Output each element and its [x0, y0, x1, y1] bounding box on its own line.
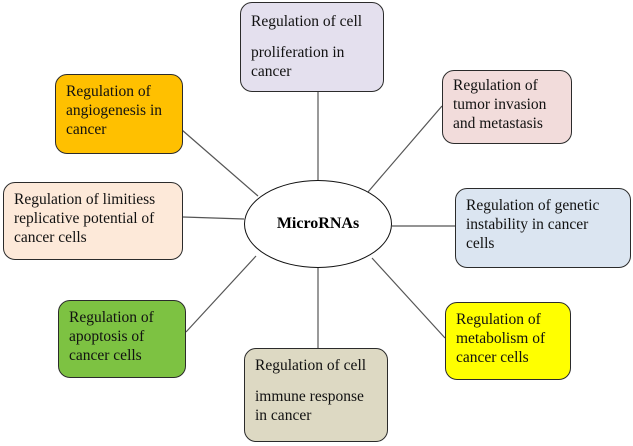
- node-line: apoptosis of: [69, 327, 145, 345]
- node-line: Regulation of: [69, 309, 154, 326]
- node-line: Regulation of: [456, 311, 541, 328]
- node-line: replicative potential of: [14, 209, 155, 227]
- node-line: Regulation of: [66, 83, 151, 100]
- node-line: immune response: [255, 387, 364, 405]
- node-line: cancer cells: [69, 346, 142, 364]
- node-line: proliferation in: [251, 43, 345, 61]
- node-replicative: Regulation of limitiess replicative pote…: [3, 182, 183, 260]
- node-line: Regulation of genetic: [466, 197, 600, 214]
- node-line: metabolism of: [456, 329, 546, 347]
- node-line: tumor invasion: [453, 95, 547, 113]
- node-line: Regulation of limitiess: [14, 191, 156, 208]
- center-node-microrna: MicroRNAs: [244, 180, 392, 268]
- node-line: Regulation of: [453, 77, 538, 94]
- node-line: cancer cells: [14, 228, 87, 246]
- node-line: and metastasis: [453, 114, 543, 132]
- node-invasion: Regulation of tumor invasion and metasta…: [442, 70, 572, 144]
- node-metabolism: Regulation of metabolism of cancer cells: [445, 302, 571, 380]
- node-line: angiogenesis in: [66, 101, 162, 119]
- connector-replicative: [182, 216, 245, 220]
- connector-angiogenesis: [181, 129, 259, 197]
- node-line: Regulation of cell: [255, 357, 367, 374]
- node-line: cancer: [66, 120, 107, 138]
- node-line: cancer: [251, 62, 292, 80]
- node-apoptosis: Regulation of apoptosis of cancer cells: [58, 300, 186, 378]
- node-genetic: Regulation of genetic instability in can…: [455, 188, 631, 268]
- node-line: cancer cells: [456, 348, 529, 366]
- node-proliferation: Regulation of cell proliferation in canc…: [240, 2, 384, 92]
- connector-metabolism: [371, 257, 446, 339]
- node-line: instability in cancer: [466, 215, 589, 233]
- node-line: in cancer: [255, 406, 312, 424]
- node-immune: Regulation of cell immune response in ca…: [244, 348, 388, 442]
- node-angiogenesis: Regulation of angiogenesis in cancer: [55, 74, 183, 154]
- center-label: MicroRNAs: [276, 215, 360, 232]
- node-line: cells: [466, 234, 495, 252]
- node-line: Regulation of cell: [251, 13, 363, 30]
- connector-apoptosis: [185, 255, 257, 333]
- connector-invasion: [367, 105, 443, 193]
